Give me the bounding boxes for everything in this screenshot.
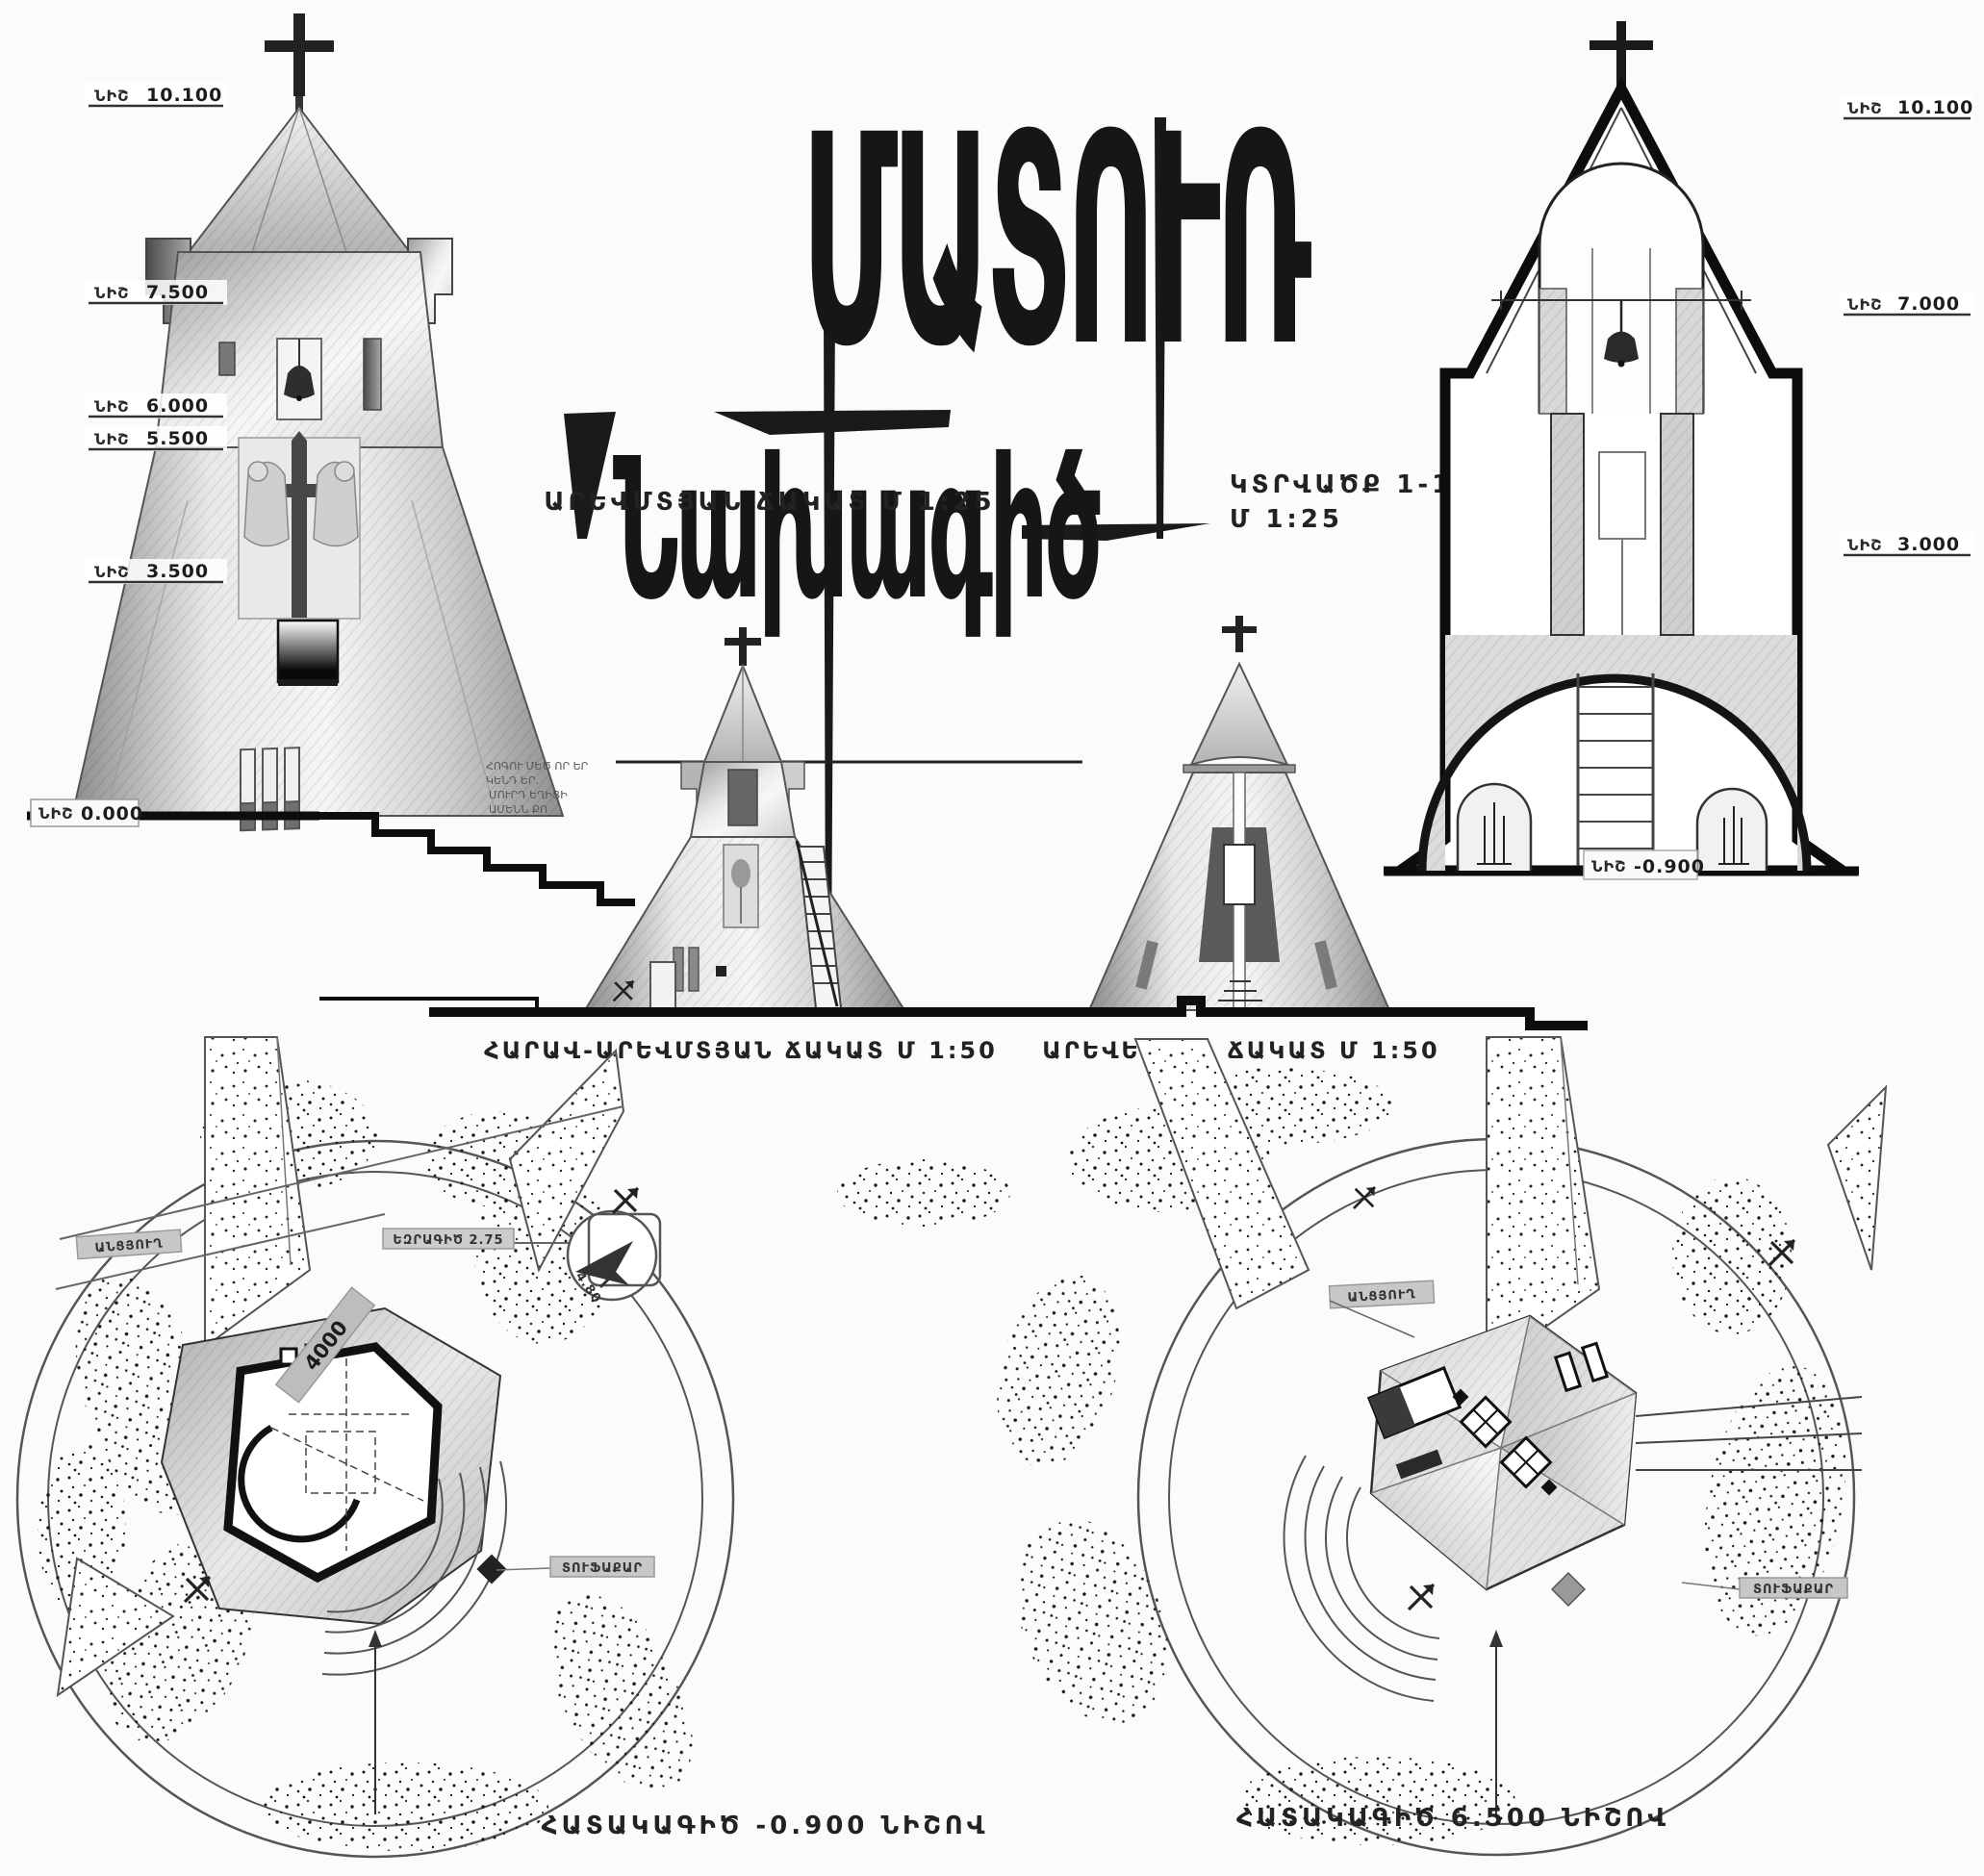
svg-text:6.000: 6.000 <box>146 395 209 417</box>
chapel-plan-walls <box>223 1342 443 1584</box>
svg-text:3.500: 3.500 <box>146 561 209 582</box>
amphitheatre-arcs <box>321 1460 508 1676</box>
inscription-line2: ԿԵՆԴ ԵՐ. <box>486 774 539 787</box>
inscription-line4: ԱՄԵՆՆ ՔՈ <box>489 803 547 816</box>
facade-stair <box>795 840 843 1009</box>
svg-text:ԱՆՑՅՈՒՂ: ԱՆՑՅՈՒՂ <box>1347 1287 1416 1306</box>
svg-text:5.500: 5.500 <box>146 428 209 449</box>
section-caption: ԿՏՐՎԱԾՔ 1-1 Մ 1:25 <box>1230 470 1453 534</box>
plan-upper-drawing: ԱՆՑՅՈՒՂ ՏՈՒՖԱՔԱՐ <box>837 1036 1888 1857</box>
svg-text:ՆԻՇ: ՆԻՇ <box>1847 536 1882 554</box>
svg-text:3.000: 3.000 <box>1897 534 1960 555</box>
survey-mark-icon <box>611 1186 640 1215</box>
svg-text:10.100: 10.100 <box>146 85 222 106</box>
svg-text:-0.900: -0.900 <box>1634 856 1705 877</box>
east-elevation-drawing <box>1087 616 1391 1011</box>
svg-text:ՆԻՇ: ՆԻՇ <box>1591 857 1626 875</box>
middle-ground-line <box>319 996 1588 1030</box>
southwest-elevation-drawing <box>583 627 906 1011</box>
west-elevation-caption: ԱՐԵՎՄՏՅԱՆ ՃԱԿԱՏ Մ 1:25 <box>544 488 995 517</box>
inscription-line1: ՀՈԳՈՒ ՄԵԾ ՈՐ ԵՐ <box>486 760 589 773</box>
svg-text:ԵԶՐԱԳԻԾ 2.75: ԵԶՐԱԳԻԾ 2.75 <box>393 1233 503 1248</box>
inscription-line3: ՄՈՒՐԴ ԵՂԻՑԻ <box>489 789 568 801</box>
level-marks-left: ՆԻՇ 10.100 ՆԻՇ 7.500 ՆԻՇ 6.000 ՆԻՇ 5.500… <box>30 83 227 827</box>
survey-mark-icon <box>1407 1583 1436 1611</box>
passage-tag: ԱՆՑՅՈՒՂ <box>75 1229 183 1260</box>
title-word-2: Նախագիծ <box>613 418 1100 644</box>
left-niche <box>1456 782 1533 871</box>
svg-text:ՏՈՒՖԱՔԱՐ: ՏՈՒՖԱՔԱՐ <box>1753 1583 1834 1597</box>
plan-centerline <box>1489 1630 1503 1816</box>
svg-text:ԿՏՐՎԱԾՔ 1-1: ԿՏՐՎԱԾՔ 1-1 <box>1230 470 1453 499</box>
svg-text:ՏՈՒՖԱՔԱՐ: ՏՈՒՖԱՔԱՐ <box>562 1561 643 1576</box>
svg-text:ՆԻՇ: ՆԻՇ <box>94 563 129 581</box>
svg-text:ՆԻՇ: ՆԻՇ <box>94 430 129 448</box>
svg-text:ԱՆՑՅՈՒՂ: ԱՆՑՅՈՒՂ <box>94 1236 164 1255</box>
title-calligraphy: ՄԱՏՈՒՌ Նախագիծ <box>564 72 1317 970</box>
level-mark-zero: ՆԻՇ 0.000 <box>30 799 143 827</box>
level-marks-right: ՆԻՇ 10.100 ՆԻՇ 7.000 ՆԻՇ 3.000 <box>1840 95 1974 557</box>
svg-text:0.000: 0.000 <box>81 803 143 824</box>
svg-text:10.100: 10.100 <box>1897 97 1973 118</box>
skylight <box>1452 1388 1558 1496</box>
cross-finial <box>265 13 334 96</box>
svg-text:7.000: 7.000 <box>1897 293 1960 315</box>
svg-text:ՆԻՇ: ՆԻՇ <box>94 284 129 302</box>
level-mark: ՆԻՇ 10.100 <box>1840 95 1974 120</box>
slot-windows <box>240 747 300 832</box>
dedication-inscription: ՀՈԳՈՒ ՄԵԾ ՈՐ ԵՐ ԿԵՆԴ ԵՐ. ՄՈՒՐԴ ԵՂԻՑԻ ԱՄԵ… <box>486 760 589 816</box>
right-niche <box>1695 787 1768 871</box>
plan-upper-caption: ՀԱՏԱԿԱԳԻԾ 6.500 ՆԻՇՈՎ <box>1236 1804 1669 1833</box>
level-mark: ՆԻՇ 3.500 <box>85 559 227 584</box>
section-drawing: ՆԻՇ -0.900 <box>1383 21 1860 880</box>
level-mark: ՆԻՇ 10.100 <box>85 83 227 108</box>
north-arrow-icon <box>566 1209 662 1302</box>
portal-door <box>276 619 340 684</box>
chapel-roof-plan <box>1366 1314 1638 1591</box>
level-mark: ՆԻՇ 7.500 <box>85 280 227 305</box>
svg-text:ՆԻՇ: ՆԻՇ <box>38 804 73 823</box>
edge-tag: ԵԶՐԱԳԻԾ 2.75 <box>382 1228 515 1250</box>
plan-lower-drawing: ԱՆՑՅՈՒՂ 4000 ԵԶՐԱԳԻԾ 2.75 4.80 ՏՈՒՖԱՔԱՐ <box>15 1036 735 1859</box>
title-word-1: ՄԱՏՈՒՌ <box>801 72 1311 410</box>
plan-lower-caption: ՀԱՏԱԿԱԳԻԾ -0.900 ՆԻՇՈՎ <box>542 1812 989 1840</box>
center-stair <box>1576 673 1655 866</box>
level-mark: ՆԻՇ 6.000 <box>85 393 227 418</box>
level-mark: ՆԻՇ 3.000 <box>1840 532 1974 557</box>
svg-text:ՆԻՇ: ՆԻՇ <box>94 397 129 416</box>
svg-text:ՆԻՇ: ՆԻՇ <box>1847 99 1882 117</box>
bell <box>284 366 315 399</box>
section-floor-level: ՆԻՇ -0.900 <box>1583 849 1705 880</box>
survey-mark-icon <box>1352 1185 1377 1210</box>
svg-text:7.500: 7.500 <box>146 282 209 303</box>
svg-text:Մ 1:25: Մ 1:25 <box>1230 505 1343 534</box>
level-mark: ՆԻՇ 5.500 <box>85 426 227 451</box>
sw-elevation-caption: ՀԱՐԱՎ-ԱՐԵՎՄՏՅԱՆ ՃԱԿԱՏ Մ 1:50 <box>484 1037 998 1064</box>
svg-text:ՆԻՇ: ՆԻՇ <box>1847 295 1882 314</box>
stipple-texture <box>837 1068 1846 1845</box>
passage-tag: ԱՆՑՅՈՒՂ <box>1328 1280 1436 1309</box>
portal-relief <box>238 431 361 620</box>
stone-tag: ՏՈՒՖԱՔԱՐ <box>496 1556 655 1578</box>
west-elevation-drawing: ՀՈԳՈՒ ՄԵԾ ՈՐ ԵՐ ԿԵՆԴ ԵՐ. ՄՈՒՐԴ ԵՂԻՑԻ ԱՄԵ… <box>27 13 635 906</box>
east-elevation-caption: ԱՐԵՎԵԼՅԱՆ ՃԱԿԱՏ Մ 1:50 <box>1042 1037 1439 1064</box>
level-mark: ՆԻՇ 7.000 <box>1840 292 1974 317</box>
plan-centerline <box>369 1630 382 1814</box>
svg-text:ՆԻՇ: ՆԻՇ <box>94 87 129 105</box>
entry-steps <box>319 812 635 906</box>
amphitheatre-arcs <box>1283 1455 1440 1702</box>
stone-tag: ՏՈՒՖԱՔԱՐ <box>1681 1577 1848 1599</box>
